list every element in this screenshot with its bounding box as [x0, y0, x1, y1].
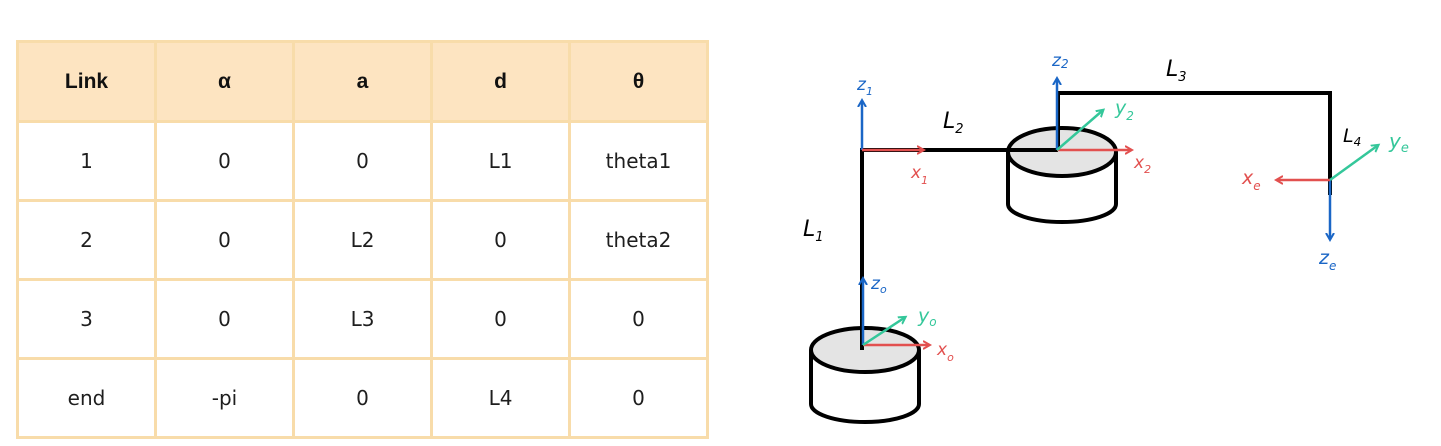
cell-d: L1 [430, 120, 571, 202]
y2-axis-arrow [1056, 111, 1102, 151]
cell-alpha: 0 [154, 120, 295, 202]
y0-axis-arrow [862, 318, 904, 347]
cell-a: 0 [292, 357, 433, 439]
label-l2: L2 [943, 109, 964, 137]
table-header-row: Link α a d θ [16, 40, 709, 123]
label-x2: x2 [1133, 153, 1151, 176]
table-row: 3 0 L3 0 0 [16, 278, 709, 360]
header-alpha: α [154, 40, 295, 123]
cell-link: 2 [16, 199, 157, 281]
cell-theta: 0 [568, 278, 709, 360]
label-z2: z2 [1051, 51, 1069, 71]
label-l1: L1 [803, 217, 824, 245]
header-theta: θ [568, 40, 709, 123]
joint2-cylinder [1006, 126, 1118, 224]
cell-a: 0 [292, 120, 433, 202]
cell-alpha: -pi [154, 357, 295, 439]
label-y0: yo [917, 305, 937, 329]
cell-link: end [16, 357, 157, 439]
cell-theta: theta1 [568, 120, 709, 202]
cell-link: 1 [16, 120, 157, 202]
header-link: Link [16, 40, 157, 123]
label-x1: x1 [910, 163, 928, 187]
robot-arm-kinematic-diagram: L1 L2 L3 L4 zo xo yo z1 x1 z2 x2 y2 ze x… [803, 51, 1409, 424]
cell-link: 3 [16, 278, 157, 360]
label-xe: xe [1241, 167, 1261, 193]
dh-parameter-table: Link α a d θ 1 0 0 L1 theta1 2 0 L2 0 th… [16, 40, 709, 439]
table-row: 1 0 0 L1 theta1 [16, 120, 709, 202]
label-l4: L4 [1343, 125, 1361, 149]
label-z1: z1 [856, 75, 873, 98]
label-y2: y2 [1114, 97, 1134, 123]
cell-a: L3 [292, 278, 433, 360]
label-ye: ye [1388, 129, 1409, 156]
table-row: end -pi 0 L4 0 [16, 357, 709, 439]
ye-axis-arrow [1329, 146, 1377, 182]
header-a: a [292, 40, 433, 123]
base-joint-cylinder [809, 326, 921, 424]
cell-alpha: 0 [154, 278, 295, 360]
label-z0: zo [870, 274, 887, 296]
label-x0: xo [936, 340, 954, 364]
cell-a: L2 [292, 199, 433, 281]
cell-d: 0 [430, 278, 571, 360]
cell-theta: theta2 [568, 199, 709, 281]
cell-alpha: 0 [154, 199, 295, 281]
table-row: 2 0 L2 0 theta2 [16, 199, 709, 281]
header-d: d [430, 40, 571, 123]
cell-d: 0 [430, 199, 571, 281]
cell-theta: 0 [568, 357, 709, 439]
label-ze: ze [1318, 247, 1336, 273]
cell-d: L4 [430, 357, 571, 439]
label-l3: L3 [1166, 57, 1187, 85]
